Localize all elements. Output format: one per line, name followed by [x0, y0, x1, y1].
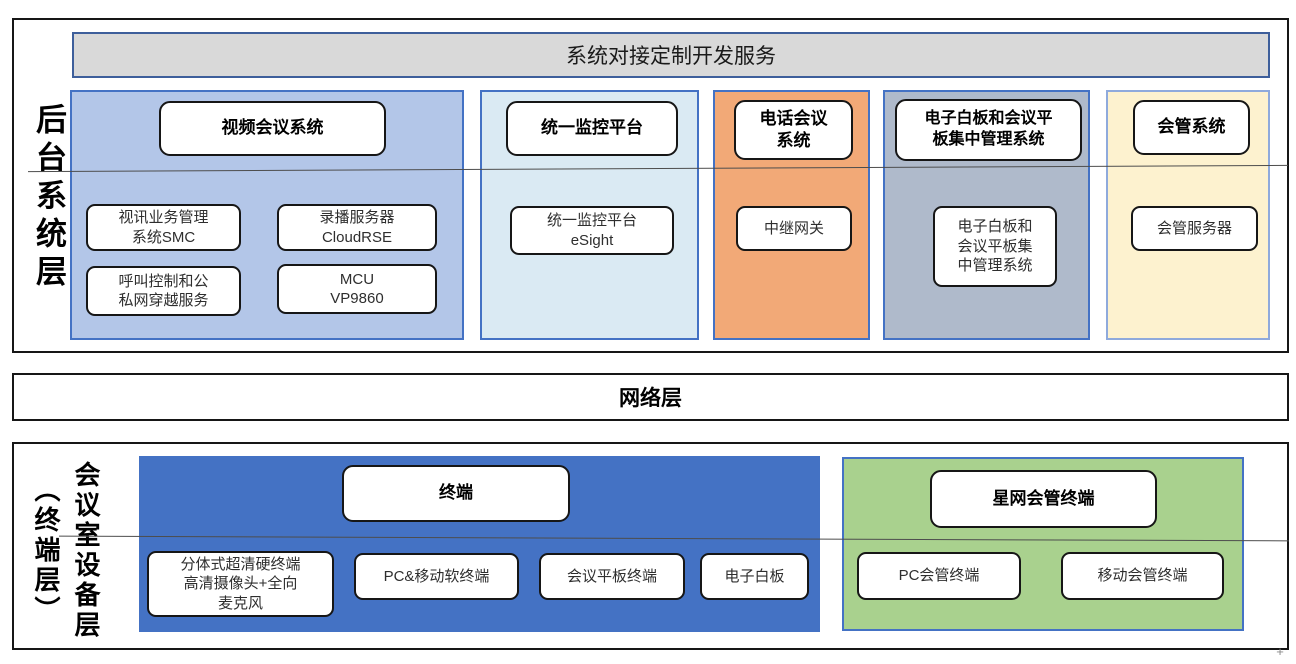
service-bar: 系统对接定制开发服务 [72, 32, 1270, 78]
component-trunk-gateway: 中继网关 [736, 206, 852, 251]
component-mobile-mgmt-terminal: 移动会管终端 [1061, 552, 1224, 600]
panel-title-whiteboard-management: 电子白板和会议平 板集中管理系统 [895, 99, 1082, 161]
network-layer-label: 网络层 [619, 387, 682, 410]
cursor-artifact-icon: + [1276, 644, 1284, 659]
panel-title-terminal: 终端 [342, 465, 570, 522]
backend-layer-label: 后台系统层 [31, 103, 66, 293]
panel-title-telephone-conference: 电话会议 系统 [734, 100, 853, 160]
panel-title-video-conference: 视频会议系统 [159, 101, 386, 156]
panel-conference-management: 会管系统 会管服务器 [1106, 90, 1270, 340]
service-bar-label: 系统对接定制开发服务 [566, 45, 776, 68]
panel-video-conference-system: 视频会议系统 视讯业务管理 系统SMC 录播服务器 CloudRSE 呼叫控制和… [70, 90, 464, 340]
component-pc-mobile-soft-terminal: PC&移动软终端 [354, 553, 519, 600]
component-esight: 统一监控平台 eSight [510, 206, 674, 255]
component-conference-server: 会管服务器 [1131, 206, 1258, 251]
component-e-whiteboard: 电子白板 [700, 553, 809, 600]
component-whiteboard-mgmt-system: 电子白板和 会议平板集 中管理系统 [933, 206, 1057, 287]
component-mcu-vp9860: MCU VP9860 [277, 264, 437, 314]
component-smc: 视讯业务管理 系统SMC [86, 204, 241, 251]
panel-title-starnet-terminal: 星网会管终端 [930, 470, 1157, 528]
panel-title-unified-monitoring: 统一监控平台 [506, 101, 678, 156]
panel-unified-monitoring: 统一监控平台 统一监控平台 eSight [480, 90, 699, 340]
panel-terminal: 终端 分体式超清硬终端 高清摄像头+全向 麦克风 PC&移动软终端 会议平板终端… [139, 456, 820, 632]
component-hard-terminal: 分体式超清硬终端 高清摄像头+全向 麦克风 [147, 551, 334, 617]
backend-layer-section: 后台系统层 系统对接定制开发服务 视频会议系统 视讯业务管理 系统SMC 录播服… [12, 18, 1289, 353]
component-cloudrse: 录播服务器 CloudRSE [277, 204, 437, 251]
terminal-layer-section: 会议室设备层（终端层） 终端 分体式超清硬终端 高清摄像头+全向 麦克风 PC&… [12, 442, 1289, 650]
panel-whiteboard-management: 电子白板和会议平 板集中管理系统 电子白板和 会议平板集 中管理系统 [883, 90, 1090, 340]
terminal-layer-label: 会议室设备层（终端层） [31, 461, 101, 641]
component-pc-mgmt-terminal: PC会管终端 [857, 552, 1021, 600]
panel-telephone-conference: 电话会议 系统 中继网关 [713, 90, 870, 340]
component-flat-panel-terminal: 会议平板终端 [539, 553, 685, 600]
panel-title-conference-management: 会管系统 [1133, 100, 1250, 155]
panel-starnet-terminal: 星网会管终端 PC会管终端 移动会管终端 [842, 457, 1244, 631]
component-call-control: 呼叫控制和公 私网穿越服务 [86, 266, 241, 316]
network-layer-section: 网络层 [12, 373, 1289, 421]
